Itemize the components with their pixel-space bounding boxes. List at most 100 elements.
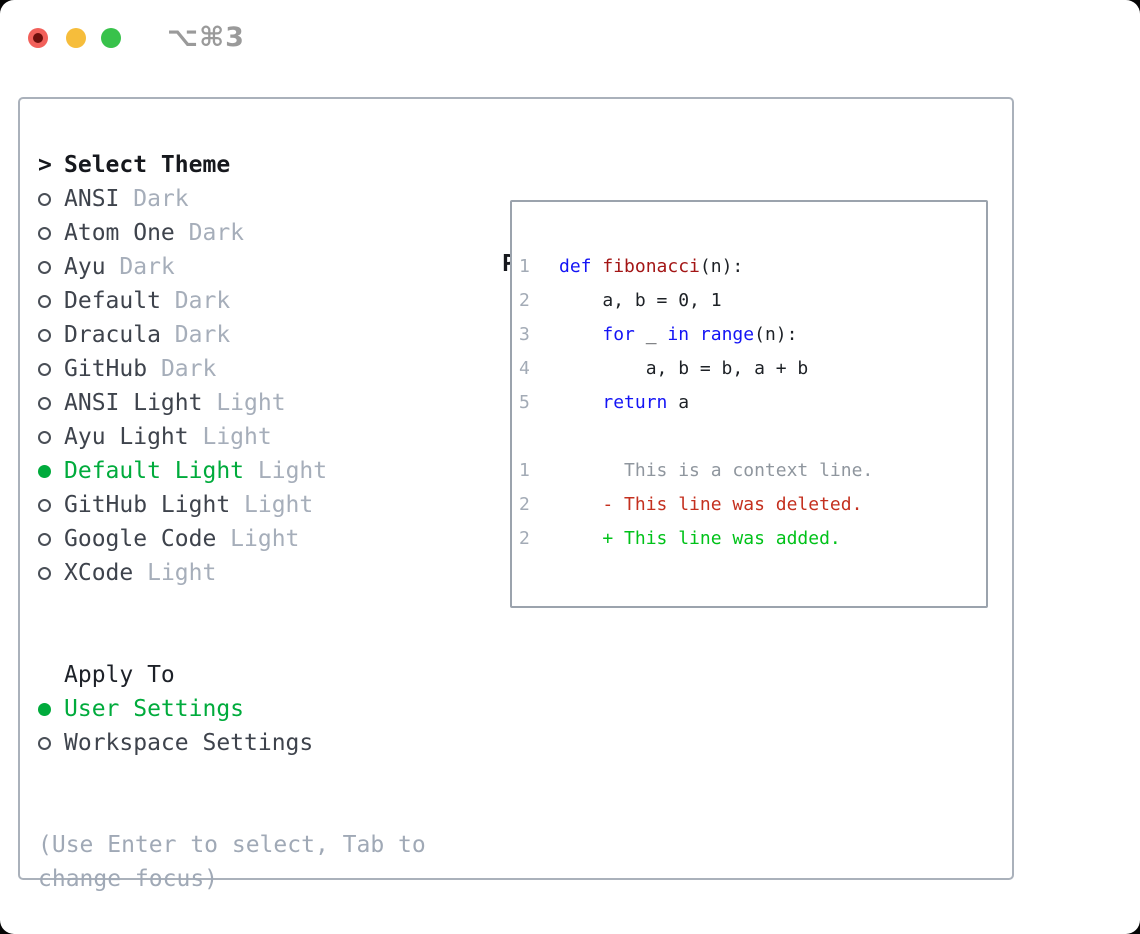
- theme-name: XCode: [64, 560, 148, 586]
- zoom-button[interactable]: [101, 28, 121, 48]
- code-token-ctx: This is a context line.: [559, 460, 874, 481]
- theme-variant-tag: Light: [147, 560, 217, 586]
- apply-option-label: User Settings: [64, 696, 245, 722]
- radio-unselected-icon: [38, 566, 51, 580]
- theme-name: Default: [64, 288, 175, 314]
- select-theme-header-row: > Select Theme: [38, 148, 426, 182]
- line-number: 1: [519, 256, 530, 277]
- theme-item-atom-one-dark[interactable]: Atom One Dark: [38, 216, 426, 250]
- theme-variant-tag: Dark: [174, 288, 231, 314]
- theme-variant-tag: Dark: [188, 220, 245, 246]
- theme-item-github-dark[interactable]: GitHub Dark: [38, 352, 426, 386]
- apply-to-header-row: Apply To: [38, 658, 426, 692]
- code-token-kw: in: [667, 324, 690, 345]
- theme-item-google-code-light[interactable]: Google Code Light: [38, 522, 426, 556]
- line-number: 3: [519, 324, 530, 345]
- theme-item-github-light-light[interactable]: GitHub Light Light: [38, 488, 426, 522]
- line-number: 5: [519, 392, 530, 413]
- theme-variant-tag: Dark: [119, 254, 175, 280]
- theme-variant-tag: Light: [244, 492, 314, 518]
- theme-variant-tag: Light: [202, 424, 272, 450]
- radio-gutter: [38, 328, 64, 342]
- apply-to-header: Apply To: [64, 662, 175, 688]
- spacer: [38, 590, 426, 624]
- line-number: 2: [519, 290, 530, 311]
- focus-gutter: >: [38, 148, 64, 182]
- radio-gutter: [38, 566, 64, 580]
- radio-unselected-icon: [38, 226, 51, 240]
- code-token-plain: a, b = b, a + b: [559, 358, 809, 379]
- theme-variant-tag: Light: [230, 526, 300, 552]
- code-token-plain: _: [634, 324, 668, 345]
- code-token-plain: (n):: [754, 324, 798, 345]
- code-token-plain: [559, 386, 602, 420]
- code-token-del: - This line was deleted.: [559, 494, 863, 515]
- theme-name: Default Light: [64, 458, 258, 484]
- apply-option-workspace-settings[interactable]: Workspace Settings: [38, 726, 426, 760]
- apply-option-user-settings[interactable]: User Settings: [38, 692, 426, 726]
- code-token-kw: for: [602, 324, 635, 345]
- theme-variant-tag: Dark: [174, 322, 231, 348]
- radio-gutter: [38, 498, 64, 512]
- radio-gutter: [38, 736, 64, 750]
- theme-item-ayu-light-light[interactable]: Ayu Light Light: [38, 420, 426, 454]
- line-number: 1: [519, 460, 530, 481]
- theme-name: Dracula: [64, 322, 175, 348]
- code-line: 1 This is a context line.: [519, 454, 986, 488]
- code-token-fn: fibonacci: [602, 256, 700, 277]
- spacer: [38, 624, 426, 658]
- select-theme-header: Select Theme: [64, 152, 231, 178]
- code-token-plain: a, b = 0, 1: [559, 290, 722, 311]
- theme-variant-tag: Dark: [160, 356, 217, 382]
- theme-variant-tag: Light: [257, 458, 328, 484]
- theme-item-ansi-light-light[interactable]: ANSI Light Light: [38, 386, 426, 420]
- radio-selected-icon: [38, 702, 51, 716]
- code-token-add: + This line was added.: [559, 528, 841, 549]
- radio-unselected-icon: [38, 498, 51, 512]
- radio-unselected-icon: [38, 736, 51, 750]
- line-number: 2: [519, 528, 530, 549]
- radio-gutter: [38, 192, 64, 206]
- radio-gutter: [38, 702, 64, 716]
- theme-name: Atom One: [64, 220, 189, 246]
- theme-name: ANSI: [64, 186, 134, 212]
- minimize-button[interactable]: [66, 28, 86, 48]
- radio-unselected-icon: [38, 396, 51, 410]
- code-token-kw: def: [559, 256, 592, 277]
- code-line: 3 for _ in range(n):: [519, 318, 986, 352]
- theme-variant-tag: Light: [216, 390, 286, 416]
- code-token-plain: [689, 318, 700, 352]
- theme-name: ANSI Light: [64, 390, 217, 416]
- theme-item-ansi-dark[interactable]: ANSI Dark: [38, 182, 426, 216]
- code-line: 2 + This line was added.: [519, 522, 986, 556]
- theme-item-xcode-light[interactable]: XCode Light: [38, 556, 426, 590]
- radio-unselected-icon: [38, 294, 51, 308]
- radio-unselected-icon: [38, 532, 51, 546]
- code-line: 2 a, b = 0, 1: [519, 284, 986, 318]
- code-token-plain: a: [667, 392, 690, 413]
- theme-item-default-light-light[interactable]: Default Light Light: [38, 454, 426, 488]
- radio-gutter: [38, 362, 64, 376]
- theme-item-ayu-dark[interactable]: Ayu Dark: [38, 250, 426, 284]
- code-line: 5 return a: [519, 386, 986, 420]
- spacer: [38, 794, 426, 828]
- theme-item-default-dark[interactable]: Default Dark: [38, 284, 426, 318]
- close-button[interactable]: [28, 28, 48, 48]
- radio-selected-icon: [38, 464, 51, 478]
- code-line: 4 a, b = b, a + b: [519, 352, 986, 386]
- code-token-plain: [592, 250, 603, 284]
- theme-name: GitHub: [64, 356, 161, 382]
- line-number: 2: [519, 494, 530, 515]
- line-number: [519, 420, 559, 454]
- radio-unselected-icon: [38, 260, 51, 274]
- radio-unselected-icon: [38, 192, 51, 206]
- theme-item-dracula-dark[interactable]: Dracula Dark: [38, 318, 426, 352]
- focus-prompt-icon: >: [38, 152, 52, 178]
